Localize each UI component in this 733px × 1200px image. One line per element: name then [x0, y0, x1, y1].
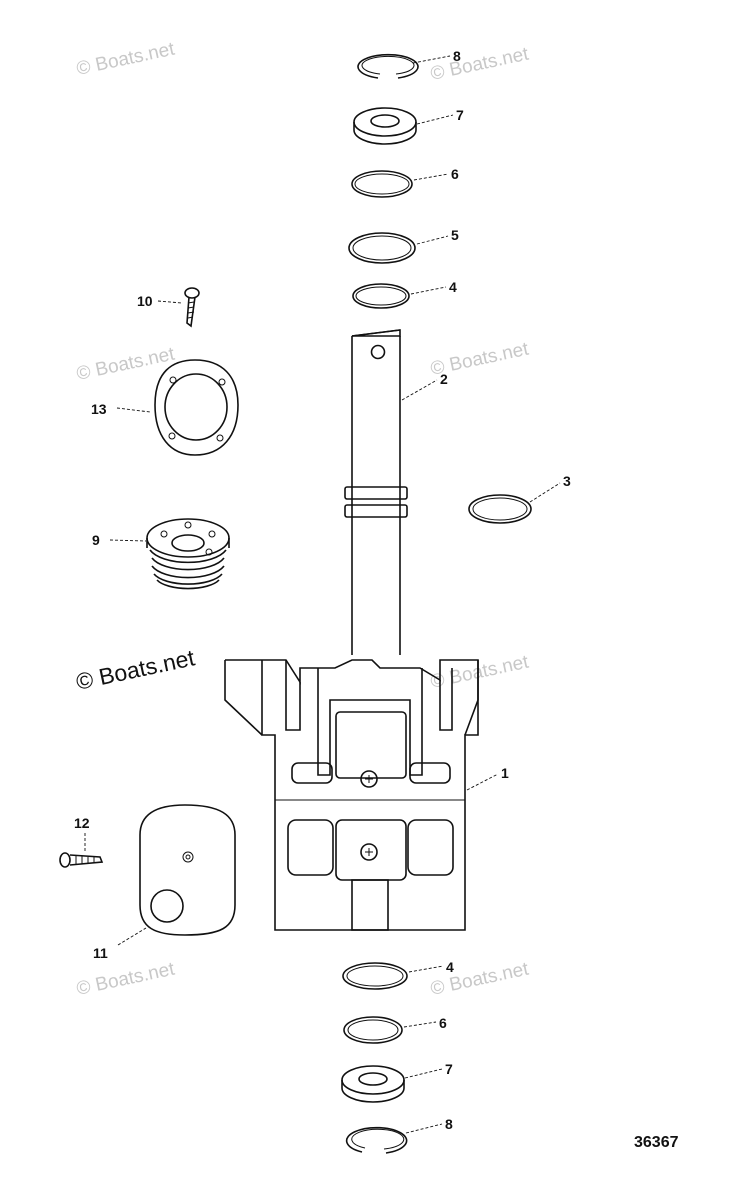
- callout-6-top: 6: [451, 166, 459, 182]
- watermark-5: © Boats.net: [429, 652, 531, 693]
- washer-bottom: [341, 1065, 405, 1103]
- callout-12: 12: [74, 815, 90, 831]
- watermark-3: © Boats.net: [75, 344, 177, 385]
- callout-10: 10: [137, 293, 153, 309]
- callout-3: 3: [563, 473, 571, 489]
- gasket-13: [154, 359, 239, 456]
- screw-12: [59, 852, 104, 868]
- watermark-2: © Boats.net: [429, 44, 531, 85]
- cover-plate-11: [139, 804, 236, 936]
- callout-6-bottom: 6: [439, 1015, 447, 1031]
- o-ring-6-bottom: [343, 1016, 403, 1044]
- ring-4-top: [352, 283, 410, 309]
- pivot-shaft: [344, 329, 408, 655]
- callout-1: 1: [501, 765, 509, 781]
- figure-number: 36367: [634, 1134, 679, 1151]
- callout-8-top: 8: [453, 48, 461, 64]
- ring-4-bottom: [342, 962, 408, 990]
- washer-top: [353, 107, 417, 145]
- watermark-1: © Boats.net: [75, 39, 177, 80]
- watermark-7: © Boats.net: [429, 959, 531, 1000]
- ring-3: [468, 494, 532, 524]
- ring-5: [348, 232, 416, 264]
- snap-ring-top: [357, 53, 419, 79]
- callout-13: 13: [91, 401, 107, 417]
- snap-ring-bottom: [345, 1126, 408, 1154]
- callout-9: 9: [92, 532, 100, 548]
- callout-5: 5: [451, 227, 459, 243]
- callout-7-top: 7: [456, 107, 464, 123]
- plug-9: [146, 518, 230, 590]
- screw-10: [184, 287, 200, 328]
- watermark-6: © Boats.net: [75, 959, 177, 1000]
- callout-4-top: 4: [449, 279, 457, 295]
- swivel-bracket: [224, 659, 479, 931]
- callout-7-bottom: 7: [445, 1061, 453, 1077]
- callout-4-bottom: 4: [446, 959, 454, 975]
- watermark-dark: © Boats.net: [74, 644, 198, 695]
- o-ring-6-top: [351, 170, 413, 198]
- callout-8-bottom: 8: [445, 1116, 453, 1132]
- callout-2: 2: [440, 371, 448, 387]
- callout-11: 11: [93, 945, 108, 961]
